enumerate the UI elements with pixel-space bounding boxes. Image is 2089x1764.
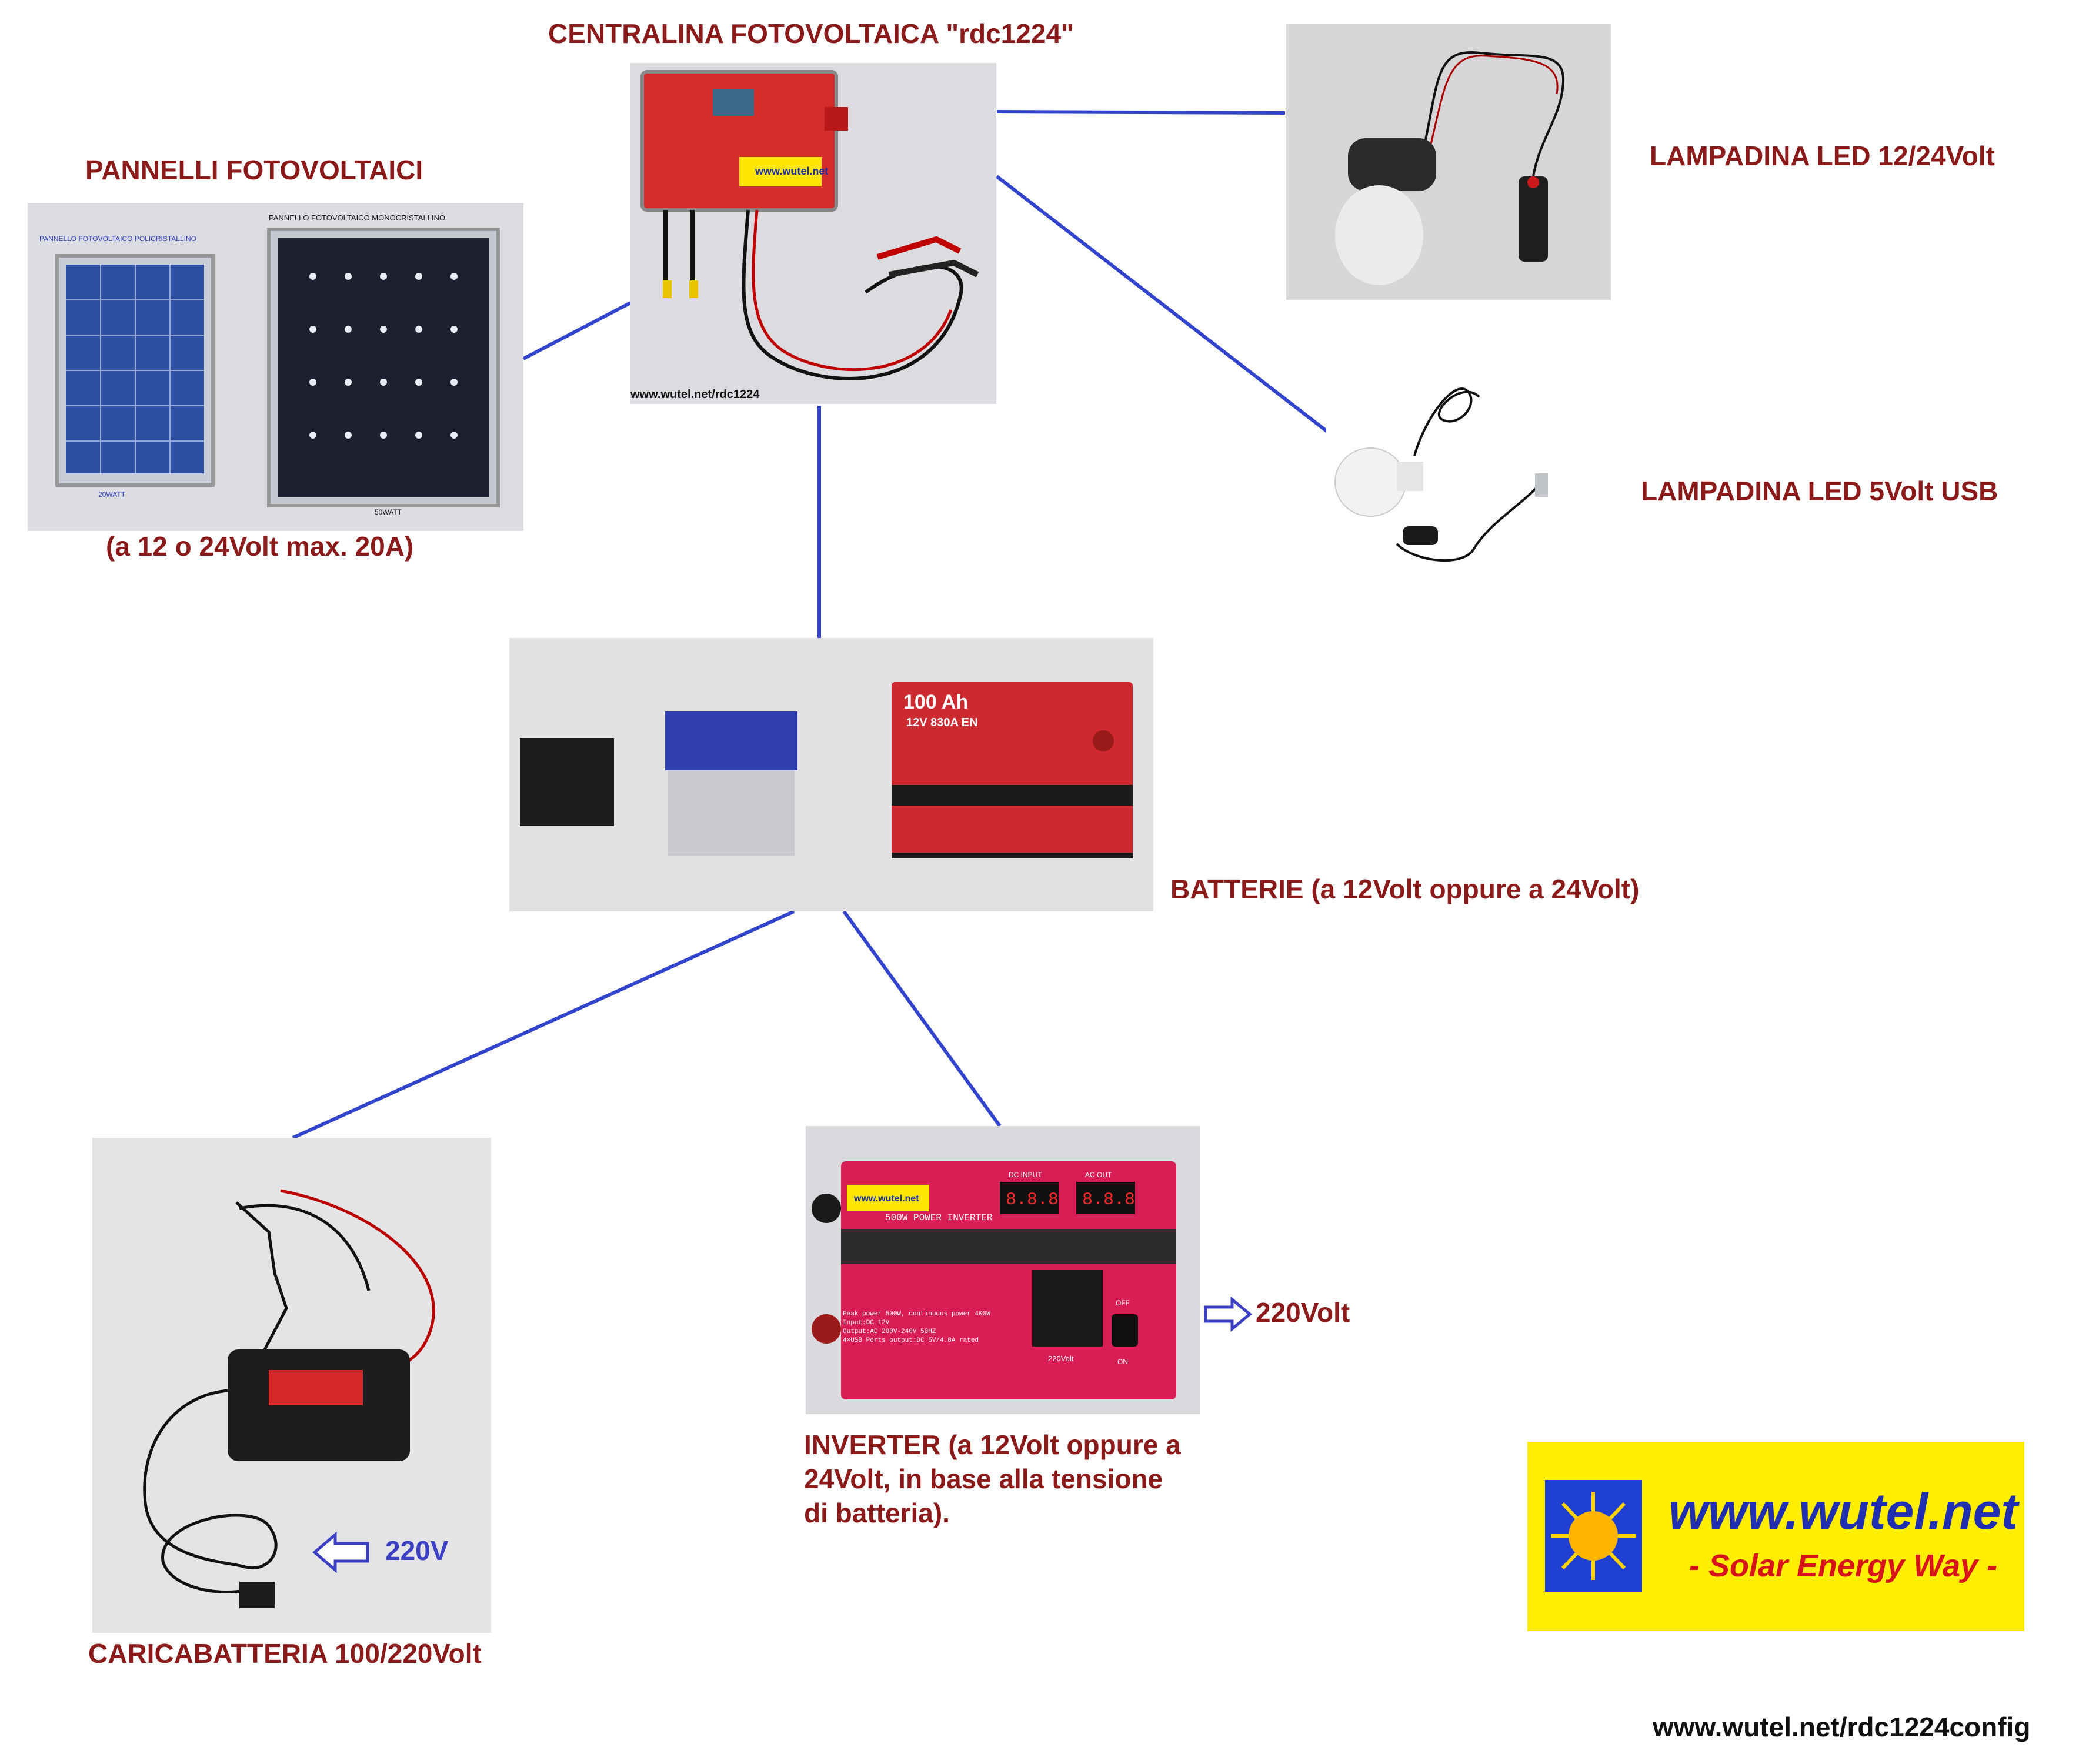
wutel-logo: www.wutel.net - Solar Energy Way - [1527, 1442, 2024, 1631]
inverter-label-line1: INVERTER (a 12Volt oppure a [804, 1429, 1181, 1460]
inverter-spec3: Output:AC 200V-240V 50HZ [843, 1328, 936, 1335]
wire-controller-usb-led [996, 175, 1339, 442]
inverter-model: 500W POWER INVERTER [885, 1212, 993, 1223]
controller-url: www.wutel.net/rdc1224 [630, 388, 760, 401]
batteries-label: BATTERIE (a 12Volt oppure a 24Volt) [1170, 874, 1640, 904]
charger-input-arrow [312, 1532, 369, 1573]
inverter-label-line3: di batteria). [804, 1498, 950, 1528]
inverter-photo: www.wutel.net 500W POWER INVERTER DC INP… [806, 1126, 1200, 1414]
battery-capacity: 100 Ah [903, 691, 968, 713]
wire-controller-led [996, 110, 1286, 115]
inverter-ac-label: AC OUT [1085, 1171, 1112, 1179]
inverter-spec4: 4×USB Ports output:DC 5V/4.8A rated [843, 1337, 979, 1344]
panels-title: PANNELLI FOTOVOLTAICI [85, 155, 423, 185]
charger-input-label: 220V [385, 1535, 449, 1566]
batteries-photo: 100 Ah 12V 830A EN [509, 638, 1153, 911]
inverter-dc-display: 8.8.8 [1006, 1190, 1059, 1210]
panels-photo: PANNELLO FOTOVOLTAICO POLICRISTALLINO 20… [28, 203, 523, 531]
panel-mono-label: PANNELLO FOTOVOLTAICO MONOCRISTALLINO [269, 213, 445, 222]
wire-batteries-charger [292, 910, 795, 1140]
led-12-24-label: LAMPADINA LED 12/24Volt [1650, 141, 1995, 171]
panel-mono-watt: 50WATT [375, 508, 402, 516]
inverter-brand: www.wutel.net [853, 1194, 919, 1204]
panel-poly-watt: 20WATT [98, 490, 126, 499]
usb-led-photo [1326, 368, 1556, 586]
battery-rating: 12V 830A EN [906, 716, 978, 729]
wire-panels-controller [522, 301, 632, 360]
logo-tagline: - Solar Energy Way - [1689, 1548, 1998, 1583]
led-bulb-photo [1286, 24, 1611, 300]
sun-icon [1545, 1480, 1642, 1592]
inverter-label-line2: 24Volt, in base alla tensione [804, 1464, 1163, 1494]
inverter-off-label: OFF [1116, 1299, 1130, 1307]
wire-batteries-inverter [842, 910, 1002, 1127]
panels-subtitle: (a 12 o 24Volt max. 20A) [106, 531, 414, 562]
inverter-output-label: 220Volt [1256, 1297, 1350, 1328]
panel-poly-label: PANNELLO FOTOVOLTAICO POLICRISTALLINO [39, 235, 196, 243]
charger-label: CARICABATTERIA 100/220Volt [88, 1638, 482, 1669]
inverter-output-arrow [1204, 1297, 1252, 1332]
footer-url: www.wutel.net/rdc1224config [1653, 1712, 2031, 1742]
inverter-spec2: Input:DC 12V [843, 1319, 890, 1327]
led-usb-label: LAMPADINA LED 5Volt USB [1641, 476, 1998, 506]
controller-photo: www.wutel.net www.wutel.net/rdc1224 [630, 63, 996, 404]
inverter-ac-display: 8.8.8 [1082, 1190, 1135, 1210]
inverter-on-label: ON [1117, 1358, 1128, 1366]
charger-photo [92, 1138, 491, 1633]
inverter-spec1: Peak power 500W, continuous power 400W [843, 1311, 990, 1318]
controller-badge: www.wutel.net [755, 165, 828, 177]
controller-title: CENTRALINA FOTOVOLTAICA "rdc1224" [548, 18, 1074, 49]
inverter-socket-label: 220Volt [1048, 1354, 1074, 1363]
inverter-dc-label: DC INPUT [1009, 1171, 1042, 1179]
logo-url: www.wutel.net [1668, 1484, 2018, 1540]
